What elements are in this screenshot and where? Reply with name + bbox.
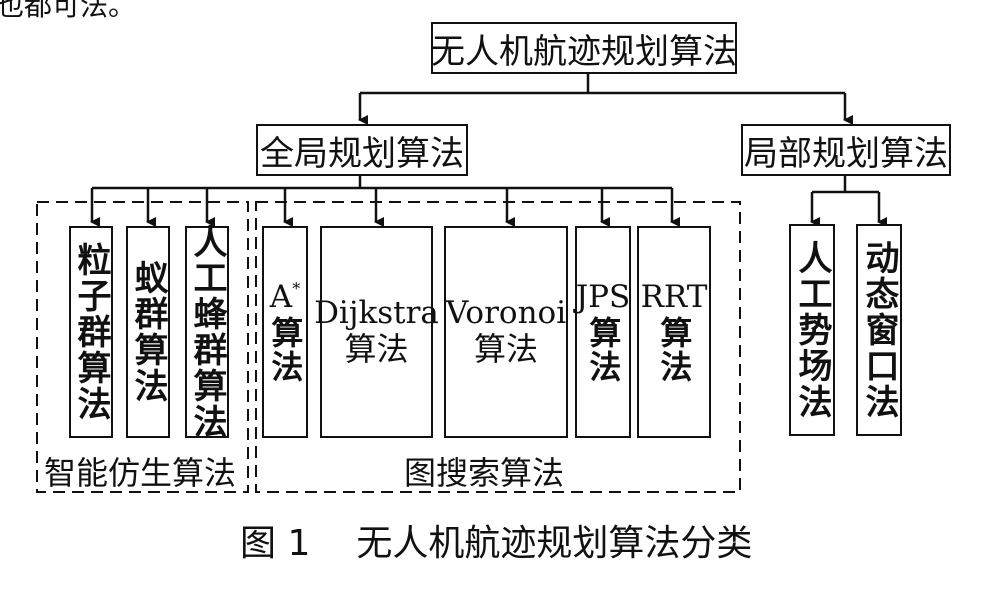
node-voronoi: Voronoi 算法: [444, 226, 568, 438]
node-dijkstra: Dijkstra 算法: [314, 226, 439, 438]
figure-number: 图 1: [240, 523, 311, 564]
dijkstra-latin: Dijkstra: [314, 294, 439, 331]
group-frame-graph: [255, 201, 741, 493]
rrt-latin: RRT: [640, 279, 708, 316]
node-local: 局部规划算法: [741, 124, 951, 176]
node-apf: 人工势场法: [789, 224, 835, 436]
dijkstra-cjk: 算法: [344, 330, 409, 369]
node-root: 无人机航迹规划算法: [431, 22, 737, 74]
node-rrt: RRT 算法: [637, 226, 711, 438]
astar-latin: A*: [269, 279, 301, 316]
rrt-cjk: 算法: [655, 315, 694, 384]
node-global: 全局规划算法: [256, 124, 468, 176]
group-label-bio: 智能仿生算法: [44, 454, 237, 492]
node-jps: JPS 算法: [575, 226, 631, 438]
jps-latin: JPS: [575, 279, 631, 316]
voronoi-latin: Voronoi: [445, 294, 567, 331]
jps-cjk: 算法: [584, 315, 623, 384]
node-astar: A* 算法: [262, 226, 308, 438]
node-pso: 粒子群算法: [69, 226, 113, 438]
node-abc: 人工蜂群算法: [185, 224, 229, 440]
node-dwa: 动态窗口法: [856, 224, 902, 436]
cropped-text-fragment: 也都可法。: [0, 0, 137, 22]
group-frame-bio: [36, 201, 249, 493]
voronoi-cjk: 算法: [473, 330, 538, 369]
figure-caption: 图 1 无人机航迹规划算法分类: [240, 514, 752, 566]
figure-title: 无人机航迹规划算法分类: [356, 523, 753, 564]
node-aco: 蚁群算法: [126, 226, 170, 438]
astar-cjk: 算法: [266, 315, 305, 384]
group-label-graph: 图搜索算法: [404, 454, 565, 492]
